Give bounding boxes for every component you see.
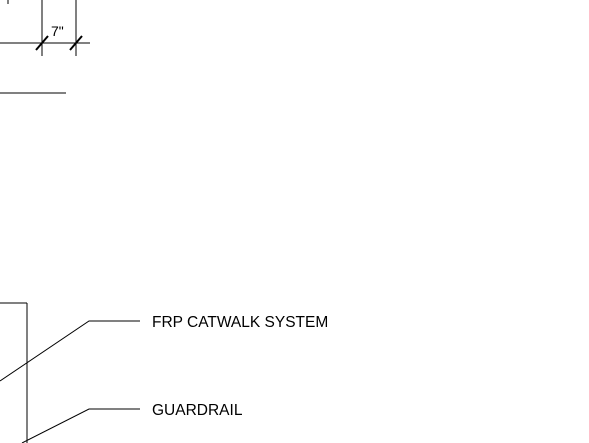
dimension-tick-right [69, 35, 83, 51]
dimension-tick-left [35, 35, 49, 51]
callout-label: GUARDRAIL [152, 402, 243, 419]
leader-line [0, 320, 140, 382]
catwalk-edge [0, 302, 28, 443]
callout-guardrail: GUARDRAIL [21, 402, 243, 443]
dimension-text: 7" [51, 23, 64, 39]
callout-label: FRP CATWALK SYSTEM [152, 314, 328, 331]
dimension-7in: 7" [0, 0, 90, 56]
callout-frp-catwalk: FRP CATWALK SYSTEM [0, 314, 328, 382]
leader-line [21, 408, 140, 443]
